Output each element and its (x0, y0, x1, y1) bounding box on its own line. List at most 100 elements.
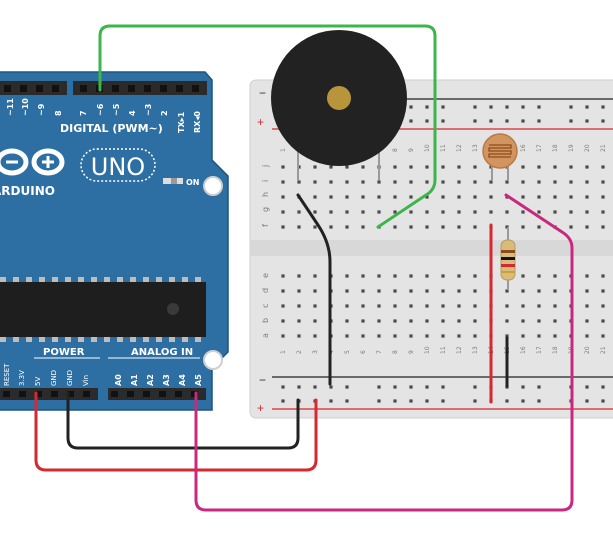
rail-hole[interactable] (329, 385, 333, 389)
rail-hole[interactable] (425, 385, 429, 389)
breadboard-hole[interactable] (585, 165, 589, 169)
breadboard-hole[interactable] (457, 334, 461, 338)
breadboard-hole[interactable] (457, 165, 461, 169)
breadboard-hole[interactable] (521, 334, 525, 338)
breadboard-hole[interactable] (409, 180, 413, 184)
breadboard-hole[interactable] (537, 334, 541, 338)
breadboard-hole[interactable] (553, 180, 557, 184)
rail-hole[interactable] (489, 105, 493, 109)
breadboard-hole[interactable] (297, 304, 301, 308)
breadboard-hole[interactable] (329, 210, 333, 214)
breadboard-hole[interactable] (569, 165, 573, 169)
breadboard-hole[interactable] (569, 225, 573, 229)
breadboard-hole[interactable] (409, 165, 413, 169)
breadboard-hole[interactable] (457, 289, 461, 293)
breadboard-hole[interactable] (281, 195, 285, 199)
breadboard-hole[interactable] (361, 225, 365, 229)
breadboard-hole[interactable] (393, 274, 397, 278)
header-pin[interactable] (19, 391, 26, 397)
header-pin[interactable] (176, 85, 183, 92)
breadboard-hole[interactable] (457, 274, 461, 278)
breadboard-hole[interactable] (361, 274, 365, 278)
breadboard-hole[interactable] (409, 334, 413, 338)
rail-hole[interactable] (505, 119, 509, 123)
header-pin[interactable] (111, 391, 118, 397)
rail-hole[interactable] (601, 399, 605, 403)
breadboard-hole[interactable] (281, 210, 285, 214)
breadboard-hole[interactable] (569, 180, 573, 184)
wire-red-5v-rail[interactable] (34, 391, 318, 472)
breadboard-hole[interactable] (473, 165, 477, 169)
rail-hole[interactable] (537, 119, 541, 123)
breadboard-hole[interactable] (489, 195, 493, 199)
rail-hole[interactable] (345, 399, 349, 403)
breadboard-hole[interactable] (441, 289, 445, 293)
breadboard-hole[interactable] (345, 225, 349, 229)
breadboard-hole[interactable] (601, 289, 605, 293)
breadboard-hole[interactable] (281, 165, 285, 169)
breadboard-hole[interactable] (585, 319, 589, 323)
breadboard-hole[interactable] (505, 180, 509, 184)
breadboard-hole[interactable] (313, 180, 317, 184)
breadboard-hole[interactable] (521, 274, 525, 278)
breadboard-hole[interactable] (393, 210, 397, 214)
breadboard-hole[interactable] (409, 274, 413, 278)
breadboard-hole[interactable] (601, 165, 605, 169)
breadboard-hole[interactable] (425, 195, 429, 199)
breadboard-hole[interactable] (473, 274, 477, 278)
piezo-buzzer[interactable] (271, 30, 407, 166)
breadboard-hole[interactable] (569, 210, 573, 214)
header-pin[interactable] (192, 85, 199, 92)
breadboard-hole[interactable] (297, 180, 301, 184)
rail-hole[interactable] (489, 119, 493, 123)
breadboard-hole[interactable] (361, 180, 365, 184)
rail-hole[interactable] (393, 385, 397, 389)
breadboard-hole[interactable] (313, 289, 317, 293)
breadboard-hole[interactable] (377, 334, 381, 338)
breadboard-hole[interactable] (601, 225, 605, 229)
breadboard-hole[interactable] (457, 195, 461, 199)
rail-hole[interactable] (313, 385, 317, 389)
breadboard-hole[interactable] (553, 334, 557, 338)
breadboard-hole[interactable] (521, 180, 525, 184)
breadboard-hole[interactable] (521, 210, 525, 214)
rail-hole[interactable] (473, 385, 477, 389)
breadboard-hole[interactable] (441, 304, 445, 308)
breadboard-hole[interactable] (441, 225, 445, 229)
breadboard-hole[interactable] (377, 274, 381, 278)
header-pin[interactable] (128, 85, 135, 92)
breadboard-hole[interactable] (441, 319, 445, 323)
breadboard-hole[interactable] (313, 334, 317, 338)
breadboard-hole[interactable] (345, 319, 349, 323)
breadboard-hole[interactable] (297, 289, 301, 293)
wire-black-gnd-rail[interactable] (66, 391, 300, 450)
rail-hole[interactable] (425, 399, 429, 403)
breadboard-hole[interactable] (489, 210, 493, 214)
breadboard-hole[interactable] (521, 319, 525, 323)
breadboard-hole[interactable] (393, 225, 397, 229)
rail-hole[interactable] (441, 105, 445, 109)
breadboard-hole[interactable] (553, 165, 557, 169)
breadboard-hole[interactable] (537, 210, 541, 214)
rail-hole[interactable] (601, 119, 605, 123)
breadboard-hole[interactable] (313, 274, 317, 278)
breadboard-hole[interactable] (297, 210, 301, 214)
breadboard-hole[interactable] (585, 274, 589, 278)
breadboard-hole[interactable] (441, 210, 445, 214)
breadboard-hole[interactable] (425, 334, 429, 338)
breadboard-hole[interactable] (457, 319, 461, 323)
breadboard-hole[interactable] (377, 180, 381, 184)
rail-hole[interactable] (585, 385, 589, 389)
breadboard-hole[interactable] (345, 289, 349, 293)
breadboard-hole[interactable] (313, 210, 317, 214)
breadboard-hole[interactable] (313, 319, 317, 323)
breadboard-hole[interactable] (537, 319, 541, 323)
header-pin[interactable] (52, 85, 59, 92)
digital-header-right[interactable] (73, 81, 207, 95)
rail-hole[interactable] (473, 105, 477, 109)
breadboard-hole[interactable] (441, 195, 445, 199)
breadboard-hole[interactable] (537, 304, 541, 308)
breadboard-hole[interactable] (457, 180, 461, 184)
breadboard-hole[interactable] (505, 210, 509, 214)
breadboard-hole[interactable] (377, 210, 381, 214)
